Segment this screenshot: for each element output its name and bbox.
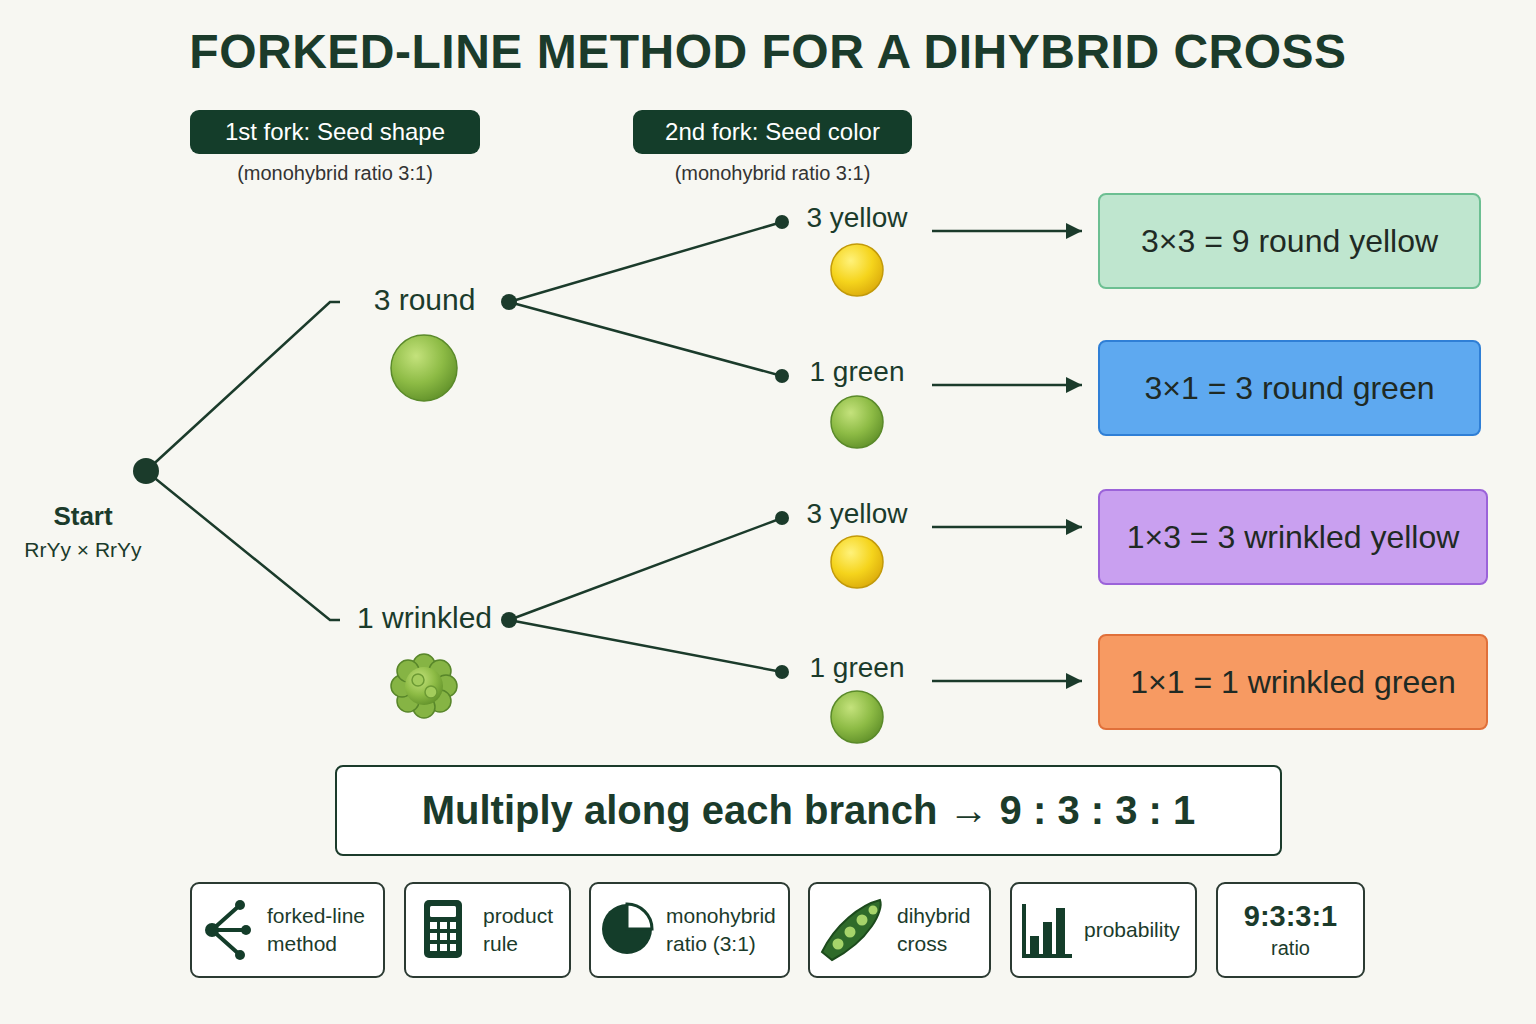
wrinkled-pea <box>391 654 457 718</box>
node-label: 3 yellow <box>806 200 907 236</box>
shape-branch: 1 wrinkled <box>340 600 509 725</box>
keyword-chip: dihybrid cross <box>808 882 991 978</box>
keyword-chip: forked-line method <box>190 882 385 978</box>
keyword-chip: 9:3:3:1 ratio <box>1216 882 1365 978</box>
yellow-pea <box>831 244 883 296</box>
fork-header: 2nd fork: Seed color (monohybrid ratio 3:… <box>633 110 912 192</box>
node-label: 3×3 = 9 round yellow <box>1141 223 1438 260</box>
branch-line <box>146 471 340 620</box>
node-label: 1st fork: Seed shape <box>190 110 480 154</box>
branch-line <box>509 302 782 376</box>
node-label: Start <box>53 501 112 532</box>
shape-branch: 3 round <box>340 282 509 407</box>
node-label: 3 yellow <box>806 496 907 532</box>
keyword-chip: product rule <box>404 882 571 978</box>
result-box: 3×1 = 3 round green <box>1098 340 1481 436</box>
node-label: 9:3:3:1 <box>1244 900 1338 933</box>
junction-dot <box>775 511 789 525</box>
keyword-chip: monohybrid ratio (3:1) <box>589 882 790 978</box>
node-label: probability <box>1084 916 1189 944</box>
diagram-title: FORKED-LINE METHOD FOR A DIHYBRID CROSS <box>0 24 1536 79</box>
branch-line <box>509 518 782 620</box>
junction-dot <box>501 294 517 310</box>
node-label: 1 green <box>810 354 905 390</box>
summary-box: Multiply along each branch → 9 : 3 : 3 :… <box>335 765 1282 856</box>
result-arrow <box>932 680 1082 683</box>
node-label: 3 round <box>374 282 476 318</box>
color-branch: 3 yellow <box>782 496 932 596</box>
result-arrow <box>932 230 1082 233</box>
node-sublabel: (monohybrid ratio 3:1) <box>675 162 871 185</box>
junction-dot <box>501 612 517 628</box>
node-label: 3×1 = 3 round green <box>1144 370 1434 407</box>
node-label: monohybrid ratio (3:1) <box>666 902 782 959</box>
node-sublabel: (monohybrid ratio 3:1) <box>237 162 433 185</box>
color-branch: 3 yellow <box>782 200 932 300</box>
calculator-icon <box>424 900 462 958</box>
node-label: 1×3 = 3 wrinkled yellow <box>1127 519 1460 556</box>
node-label: 1 wrinkled <box>357 600 492 636</box>
node-sublabel: ratio <box>1271 937 1310 960</box>
green-pea <box>831 691 883 743</box>
node-label: forked-line method <box>267 902 377 959</box>
color-branch: 1 green <box>782 354 932 454</box>
result-arrow <box>932 384 1082 387</box>
node-label: 2nd fork: Seed color <box>633 110 912 154</box>
result-box: 1×3 = 3 wrinkled yellow <box>1098 489 1488 585</box>
yellow-pea <box>831 536 883 588</box>
junction-dot <box>775 369 789 383</box>
result-box: 3×3 = 9 round yellow <box>1098 193 1481 289</box>
green-pea <box>831 396 883 448</box>
fork-icon <box>205 900 251 960</box>
pie-chart-icon <box>602 904 652 954</box>
node-label: Multiply along each branch → 9 : 3 : 3 :… <box>422 788 1195 833</box>
round-pea <box>391 335 457 401</box>
junction-dot <box>775 215 789 229</box>
node-label: 1 green <box>810 650 905 686</box>
keyword-chip: probability <box>1010 882 1197 978</box>
result-arrow <box>932 526 1082 529</box>
node-label: 1×1 = 1 wrinkled green <box>1130 664 1456 701</box>
color-branch: 1 green <box>782 650 932 750</box>
junction-dot <box>775 665 789 679</box>
node-sublabel: RrYy × RrYy <box>24 538 141 562</box>
start-node: StartRrYy × RrYy <box>20 455 146 565</box>
fork-header: 1st fork: Seed shape (monohybrid ratio 3:… <box>190 110 480 192</box>
bar-chart-icon <box>1022 904 1072 958</box>
pea-pod-icon <box>822 900 881 960</box>
branch-line <box>146 302 340 471</box>
branch-line <box>509 620 782 672</box>
node-label: dihybrid cross <box>897 902 983 959</box>
node-label: product rule <box>483 902 563 959</box>
branch-line <box>509 222 782 302</box>
result-box: 1×1 = 1 wrinkled green <box>1098 634 1488 730</box>
junction-dot <box>133 458 159 484</box>
